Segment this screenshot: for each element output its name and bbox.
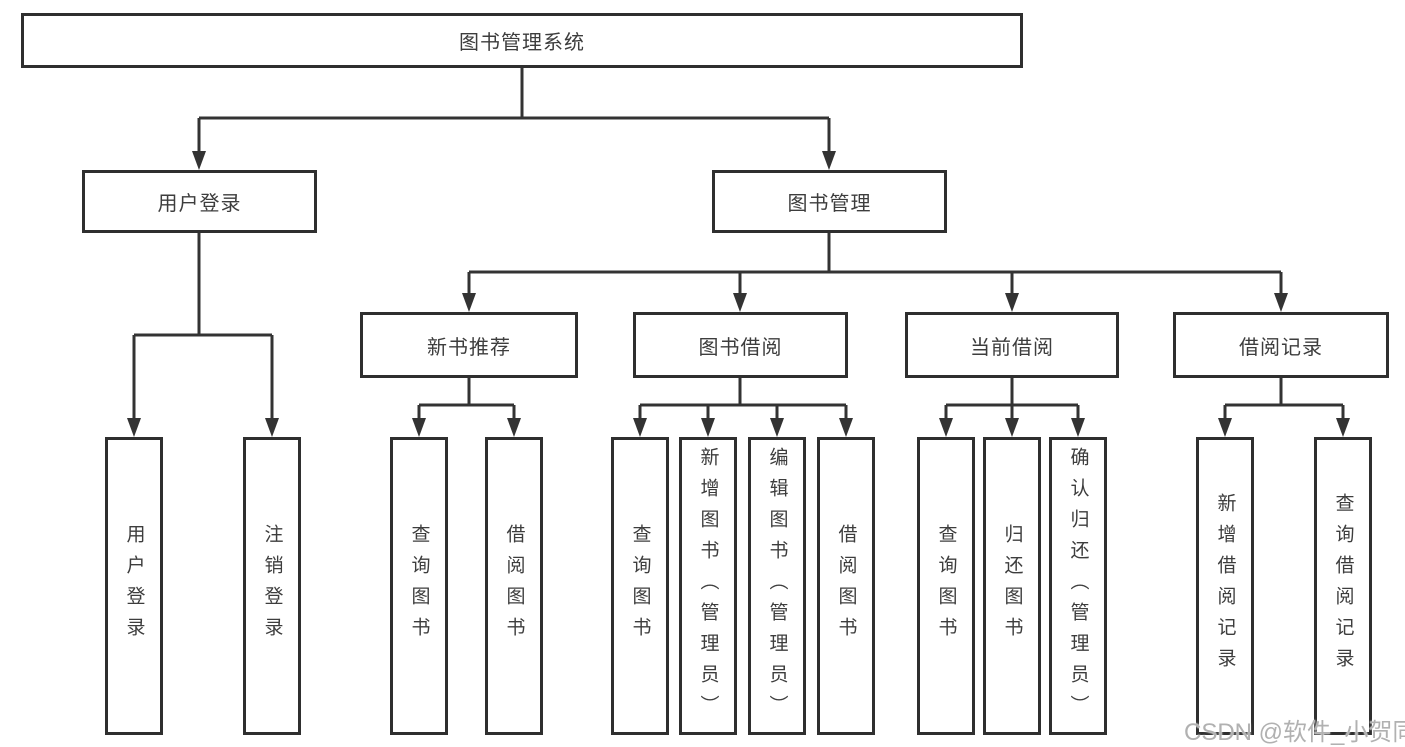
node-current-borrowing: 当前借阅 bbox=[905, 312, 1119, 378]
leaf-recommend-query-books-label: 查询图书 bbox=[408, 524, 430, 648]
node-user-login: 用户登录 bbox=[82, 170, 317, 233]
leaf-query-borrow-record-label: 查询借阅记录 bbox=[1332, 493, 1354, 679]
node-current-borrowing-label: 当前借阅 bbox=[970, 336, 1054, 359]
leaf-user-login: 用户登录 bbox=[105, 437, 163, 735]
leaf-current-query-books: 查询图书 bbox=[917, 437, 975, 735]
node-borrowing-records-label: 借阅记录 bbox=[1239, 336, 1323, 359]
leaf-confirm-return-admin: 确认归还（管理员） bbox=[1049, 437, 1107, 735]
leaf-add-book-admin-label: 新增图书（管理员） bbox=[697, 446, 719, 726]
node-root: 图书管理系统 bbox=[21, 13, 1023, 68]
leaf-recommend-borrow-books-label: 借阅图书 bbox=[503, 524, 525, 648]
node-root-label: 图书管理系统 bbox=[459, 32, 585, 54]
node-user-login-label: 用户登录 bbox=[157, 193, 242, 215]
leaf-add-borrow-record: 新增借阅记录 bbox=[1196, 437, 1254, 735]
leaf-logout: 注销登录 bbox=[243, 437, 301, 735]
node-book-borrowing: 图书借阅 bbox=[633, 312, 848, 378]
leaf-return-books: 归还图书 bbox=[983, 437, 1041, 735]
node-book-management-label: 图书管理 bbox=[787, 193, 872, 215]
leaf-borrow-books-label: 借阅图书 bbox=[835, 524, 857, 648]
leaf-return-books-label: 归还图书 bbox=[1001, 524, 1023, 648]
node-book-borrowing-label: 图书借阅 bbox=[698, 336, 783, 359]
leaf-add-borrow-record-label: 新增借阅记录 bbox=[1214, 493, 1236, 679]
leaf-query-borrow-record: 查询借阅记录 bbox=[1314, 437, 1372, 735]
leaf-borrow-books: 借阅图书 bbox=[817, 437, 875, 735]
leaf-recommend-query-books: 查询图书 bbox=[390, 437, 448, 735]
watermark: CSDN @软件_小贺同学 bbox=[1184, 719, 1405, 746]
node-new-book-recommend: 新书推荐 bbox=[360, 312, 578, 378]
leaf-current-query-books-label: 查询图书 bbox=[935, 524, 957, 648]
node-book-management: 图书管理 bbox=[712, 170, 947, 233]
leaf-logout-label: 注销登录 bbox=[261, 524, 283, 648]
leaf-recommend-borrow-books: 借阅图书 bbox=[485, 437, 543, 735]
node-new-book-recommend-label: 新书推荐 bbox=[427, 336, 511, 359]
leaf-add-book-admin: 新增图书（管理员） bbox=[679, 437, 737, 735]
leaf-user-login-label: 用户登录 bbox=[123, 524, 145, 648]
arrowhead-group bbox=[127, 151, 1350, 437]
leaf-borrowing-query-books-label: 查询图书 bbox=[629, 524, 651, 648]
leaf-edit-book-admin: 编辑图书（管理员） bbox=[748, 437, 806, 735]
leaf-confirm-return-admin-label: 确认归还（管理员） bbox=[1067, 446, 1089, 726]
leaf-edit-book-admin-label: 编辑图书（管理员） bbox=[766, 446, 788, 726]
leaf-borrowing-query-books: 查询图书 bbox=[611, 437, 669, 735]
node-borrowing-records: 借阅记录 bbox=[1173, 312, 1389, 378]
